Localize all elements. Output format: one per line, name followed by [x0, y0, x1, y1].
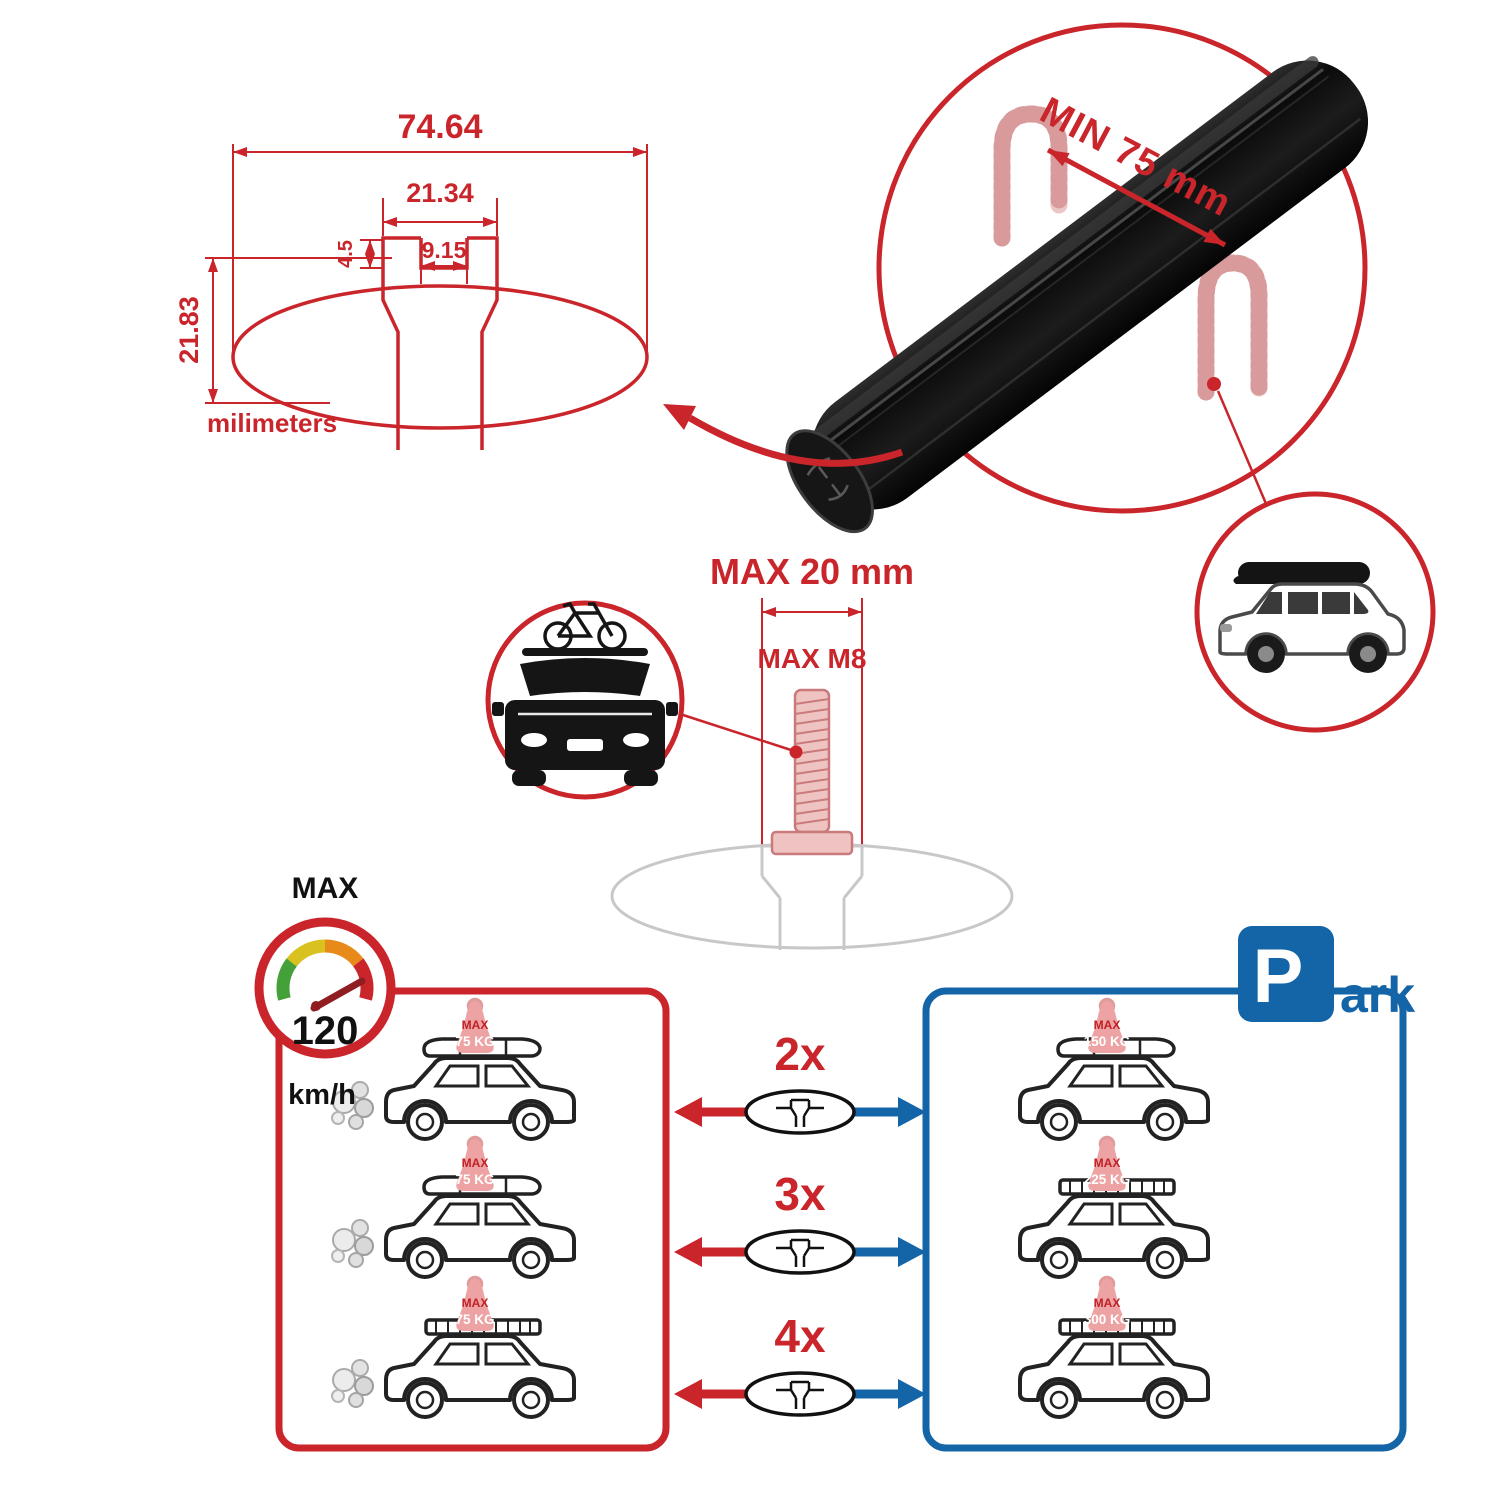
- dimension-lines: [205, 144, 648, 404]
- crossbar-exchange-icon: [674, 1091, 926, 1133]
- crossbar-detail-circle: MIN 75 mm: [663, 22, 1369, 534]
- tbolt-diagram: MAX 20 mm MAX M8: [610, 551, 1014, 950]
- load-tag: MAX 75 KG: [455, 1275, 495, 1331]
- bolt-callout-line: [679, 712, 795, 753]
- tbolt-max-width-label: MAX 20 mm: [710, 551, 914, 592]
- suv-with-roofbox-icon: [1218, 562, 1406, 673]
- tag-value: 75 KG: [455, 1172, 494, 1187]
- comparison-section: MAX 75 KG MAX 75 KG MAX 75 KG: [254, 872, 1415, 1452]
- driving-car-row-1: MAX 75 KG: [331, 997, 576, 1141]
- car-front-icon: [492, 648, 678, 786]
- multiplier-4x: 4x: [774, 1310, 826, 1362]
- crossbar-exchange-icon: [674, 1231, 926, 1273]
- driving-car-row-3: MAX 75 KG: [331, 1275, 576, 1419]
- tag-max-label: MAX: [1094, 1156, 1121, 1170]
- tag-max-label: MAX: [462, 1018, 489, 1032]
- speed-unit: km/h: [288, 1079, 356, 1111]
- callout-dot: [1207, 377, 1221, 391]
- parked-car-row-2: MAX 225 KG: [1018, 1135, 1210, 1279]
- bolt-callout-dot: [789, 745, 803, 759]
- min-span-arrow: [1046, 147, 1227, 248]
- tag-value: 300 KG: [1084, 1312, 1131, 1327]
- parking-sign-p: P: [1253, 934, 1304, 1019]
- dim-channel-width: 21.34: [406, 178, 474, 208]
- pointer-arrow-curve: [688, 414, 904, 467]
- dim-slot-width: 9.15: [422, 237, 467, 263]
- load-tag: MAX 75 KG: [455, 997, 495, 1053]
- speed-max-label: MAX: [292, 872, 359, 905]
- car-bike-circle: [485, 600, 795, 800]
- tag-max-label: MAX: [1094, 1296, 1121, 1310]
- tag-value: 75 KG: [455, 1312, 494, 1327]
- tbolt-dim-lines: [761, 598, 863, 848]
- headlight-left: [521, 733, 547, 747]
- multiplier-rows: 2x 3x 4x: [674, 1028, 926, 1415]
- suv-roofbox-circle: [1194, 491, 1436, 733]
- profile-ellipse: [231, 284, 649, 430]
- callout-line: [1216, 390, 1269, 507]
- tag-max-label: MAX: [462, 1156, 489, 1170]
- headlight-right: [623, 733, 649, 747]
- units-label: milimeters: [207, 408, 337, 438]
- tag-max-label: MAX: [462, 1296, 489, 1310]
- parked-car-row-3: MAX 300 KG: [1018, 1275, 1210, 1419]
- load-tag: MAX 75 KG: [455, 1135, 495, 1191]
- parking-sign: P ark: [1238, 926, 1415, 1023]
- tbolt-icon: [770, 688, 854, 856]
- speed-value: 120: [292, 1009, 359, 1053]
- dim-total-width: 74.64: [397, 108, 482, 146]
- parking-sign-square: [1238, 926, 1334, 1022]
- tag-max-label: MAX: [1094, 1018, 1121, 1032]
- crossbar-exchange-icon: [674, 1373, 926, 1415]
- load-tag: MAX 225 KG: [1084, 1135, 1131, 1191]
- tag-value: 150 KG: [1084, 1034, 1131, 1049]
- speed-limit-gauge: MAX 120 km/h: [254, 872, 396, 1111]
- load-tag: MAX 300 KG: [1084, 1275, 1131, 1331]
- tag-value: 75 KG: [455, 1034, 494, 1049]
- load-tag: MAX 150 KG: [1084, 997, 1131, 1053]
- parking-sign-ark: ark: [1340, 967, 1415, 1023]
- parked-car-row-1: MAX 150 KG: [1018, 997, 1210, 1141]
- tbolt-max-size-label: MAX M8: [758, 643, 867, 674]
- pointer-arrow-head: [663, 404, 696, 430]
- profile-dimension-drawing: 74.64 21.34 9.15 4.5 21.83 milimeters: [174, 108, 649, 450]
- multiplier-2x: 2x: [774, 1028, 826, 1080]
- profile-channel: [381, 236, 499, 450]
- ghost-profile: [610, 842, 1014, 950]
- driving-car-row-2: MAX 75 KG: [331, 1135, 576, 1279]
- tag-value: 225 KG: [1084, 1172, 1131, 1187]
- gauge-arcs: [276, 939, 374, 1001]
- gauge-needle: [310, 977, 366, 1012]
- dim-flange-depth: 4.5: [335, 240, 357, 268]
- dim-total-height: 21.83: [174, 296, 204, 364]
- multiplier-3x: 3x: [774, 1168, 826, 1220]
- clamp-hook-icons: [993, 105, 1268, 401]
